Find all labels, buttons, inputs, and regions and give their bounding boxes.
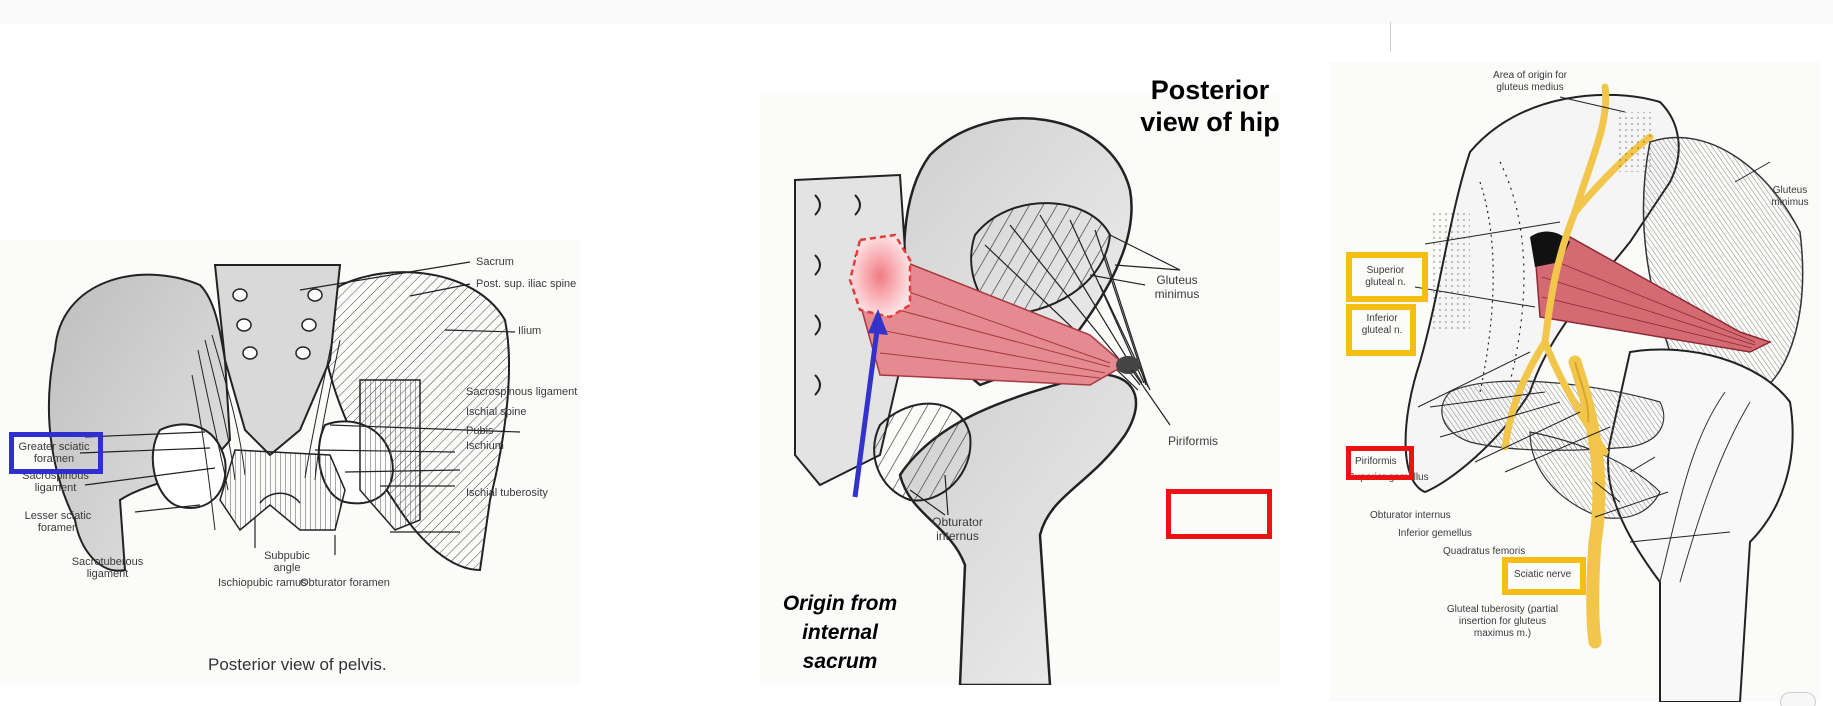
label-inferior-gluteal-n: Inferior gluteal n. — [1361, 313, 1403, 336]
highlight-inferior-gluteal-n — [1346, 304, 1416, 356]
highlight-sciatic-nerve — [1502, 557, 1586, 595]
label-sciatic-nerve: Sciatic nerve — [1514, 569, 1572, 580]
label-piriformis-hip: Piriformis — [1168, 434, 1218, 448]
label-gluteus-minimus-hip: Gluteus minimus — [1154, 273, 1200, 301]
pelvis-diagram: Sacrum Post. sup. iliac spine Ilium Grea… — [0, 240, 580, 685]
highlight-piriformis-deep — [1346, 446, 1414, 480]
label-obturator-foramen: Obturator foramen — [300, 577, 390, 589]
deep-gluteal-illustration — [1404, 83, 1804, 702]
label-greater-sciatic-foramen: Greater sciatic foramen — [18, 441, 90, 465]
hip-illustration — [794, 117, 1181, 685]
label-gluteus-minimus-deep: Gluteus minimus — [1771, 185, 1809, 208]
highlight-greater-sciatic-foramen — [9, 432, 103, 474]
top-band — [0, 0, 1833, 24]
label-gluteal-tuberosity: Gluteal tuberosity (partial insertion fo… — [1446, 604, 1559, 639]
label-post-sup-iliac-spine: Post. sup. iliac spine — [476, 278, 577, 290]
hip-diagram: Gluteus minimus Piriformis Obturator int… — [760, 95, 1280, 685]
divider — [1390, 22, 1391, 52]
label-ilium: Ilium — [518, 325, 542, 337]
label-ischial-spine: Ischial spine — [466, 406, 527, 418]
label-ischial-tuberosity: Ischial tuberosity — [466, 487, 548, 499]
label-pubis: Pubis — [466, 425, 494, 437]
label-lesser-sciatic-foramen: Lesser sciatic foramen — [24, 510, 92, 534]
label-sacrotuberous-ligament: Sacrotuberous ligament — [71, 556, 144, 580]
highlight-superior-gluteal-n — [1346, 252, 1428, 302]
caption-pelvis: Posterior view of pelvis. — [208, 655, 387, 674]
pelvis-illustration — [47, 261, 521, 572]
label-superior-gluteal-n: Superior gluteal n. — [1365, 265, 1406, 288]
highlight-piriformis-hip — [1166, 489, 1272, 539]
label-obturator-internus-hip: Obturator internus — [932, 515, 983, 543]
label-sacrum: Sacrum — [476, 256, 514, 268]
label-obturator-internus-deep: Obturator internus — [1370, 510, 1451, 521]
hip-title: Posterior view of hip — [1140, 75, 1280, 137]
label-inferior-gemellus: Inferior gemellus — [1398, 528, 1472, 539]
label-sacrospinous-ligament-right: Sacrospinous ligament — [466, 386, 578, 398]
label-ischium: Ischium — [466, 440, 504, 452]
label-ischiopubic-ramus: Ischiopubic ramus — [218, 577, 307, 589]
label-piriformis-deep: Piriformis — [1355, 456, 1397, 467]
label-quadratus-femoris: Quadratus femoris — [1443, 546, 1526, 557]
label-area-of-origin: Area of origin for gluteus medius — [1493, 70, 1567, 93]
deep-gluteal-diagram: Area of origin for gluteus medius Gluteu… — [1330, 62, 1820, 702]
corner-control[interactable] — [1780, 692, 1816, 706]
origin-note: Origin from internal sacrum — [782, 592, 898, 673]
label-subpubic-angle: Subpubic angle — [264, 550, 310, 574]
